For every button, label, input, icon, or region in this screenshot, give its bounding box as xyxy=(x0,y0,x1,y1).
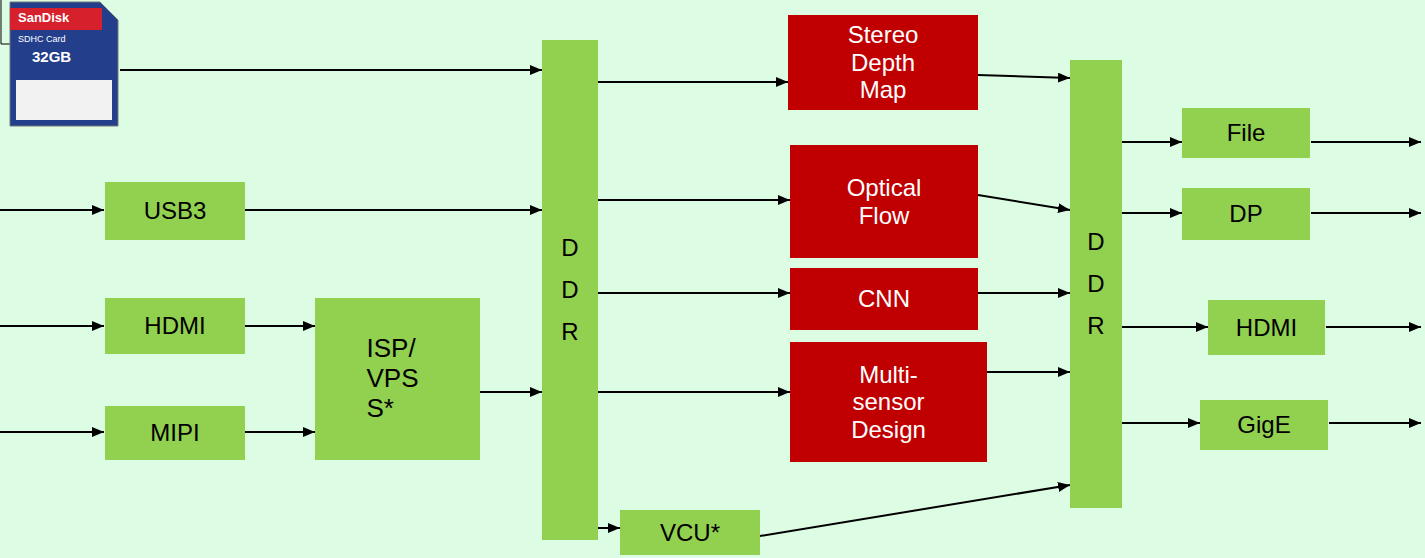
box-label: Multi- sensor Design xyxy=(839,361,939,444)
output-box: DP xyxy=(1182,188,1310,240)
flow-arrow xyxy=(120,69,542,71)
output-box: GigE xyxy=(1200,400,1328,450)
process-box: VCU* xyxy=(620,510,760,555)
flow-arrow xyxy=(245,431,315,433)
card-band xyxy=(10,8,102,30)
box-label: CNN xyxy=(834,285,934,313)
input-arrow xyxy=(0,209,104,211)
card-text: 32GB xyxy=(32,49,71,64)
output-arrow xyxy=(1329,422,1421,424)
box-label: HDMI xyxy=(144,312,205,340)
flow-arrow xyxy=(760,485,1070,536)
flow-arrow xyxy=(598,391,790,393)
flow-arrow xyxy=(1122,141,1182,143)
flow-arrow xyxy=(598,527,620,529)
connector-layer xyxy=(120,70,1208,536)
box-label: DP xyxy=(1229,200,1262,228)
input-box: USB3 xyxy=(105,182,245,240)
memory-bar: D D R xyxy=(542,40,598,540)
process-box: ISP/ VPS S* xyxy=(315,298,480,460)
flow-arrow xyxy=(978,292,1070,294)
input-arrow xyxy=(0,325,104,327)
output-box: File xyxy=(1182,108,1310,158)
flow-arrow xyxy=(598,292,790,294)
input-box: MIPI xyxy=(105,406,245,460)
flow-arrow xyxy=(480,391,542,393)
flow-arrow xyxy=(978,195,1070,210)
algorithm-box: Multi- sensor Design xyxy=(790,342,987,462)
card-body xyxy=(10,2,118,126)
box-label: Optical Flow xyxy=(834,174,934,229)
sd-card: SanDiskSDHC Card 32GB xyxy=(8,0,120,128)
output-arrow xyxy=(1311,141,1421,143)
input-arrow xyxy=(0,431,104,433)
flow-arrow xyxy=(245,209,542,211)
box-label: Stereo Depth Map xyxy=(833,21,933,104)
frame-corner xyxy=(1,0,10,44)
flow-arrow xyxy=(245,325,315,327)
flow-arrow xyxy=(978,75,1070,78)
box-label: VCU* xyxy=(660,519,720,547)
input-box: HDMI xyxy=(105,298,245,354)
flow-arrow xyxy=(1122,326,1208,328)
box-label: MIPI xyxy=(150,419,199,447)
output-arrow xyxy=(1311,212,1421,214)
algorithm-box: Stereo Depth Map xyxy=(788,15,978,110)
box-label: USB3 xyxy=(144,197,207,225)
box-label: File xyxy=(1227,119,1266,147)
flow-arrow xyxy=(1122,422,1200,424)
flow-arrow xyxy=(598,81,788,83)
output-box: HDMI xyxy=(1208,300,1325,355)
flow-arrow xyxy=(598,199,790,201)
box-label: ISP/ VPS S* xyxy=(367,334,429,424)
algorithm-box: Optical Flow xyxy=(790,145,978,258)
output-arrow xyxy=(1326,326,1421,328)
box-label: GigE xyxy=(1237,411,1290,439)
card-text: SDHC Card xyxy=(18,35,66,44)
box-label: D D R xyxy=(558,227,582,353)
box-label: D D R xyxy=(1084,221,1108,347)
flow-arrow xyxy=(1122,212,1182,214)
card-label-area xyxy=(16,80,112,120)
flow-arrow xyxy=(987,371,1070,373)
box-label: HDMI xyxy=(1236,314,1297,342)
card-text: SanDisk xyxy=(18,11,69,24)
memory-bar: D D R xyxy=(1070,60,1122,508)
algorithm-box: CNN xyxy=(790,268,978,330)
